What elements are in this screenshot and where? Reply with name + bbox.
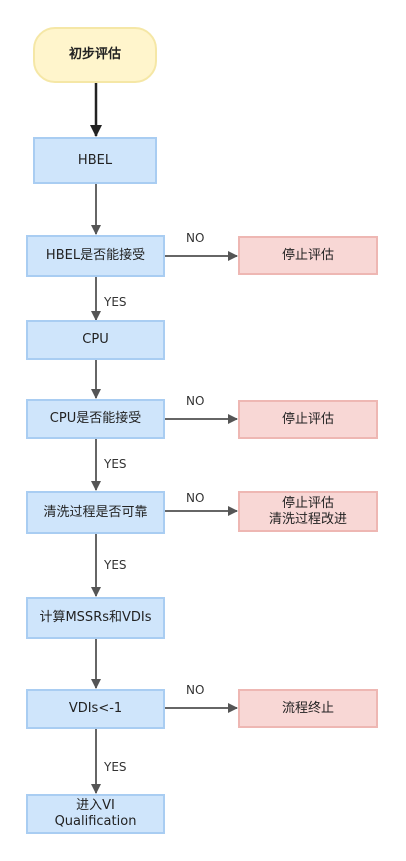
calc-node: 计算MSSRs和VDIs bbox=[26, 597, 165, 639]
no-label-1: NO bbox=[186, 231, 205, 245]
no-label-4: NO bbox=[186, 683, 205, 697]
final-node-line1: 进入VI bbox=[76, 798, 115, 813]
hbel-decision-node: HBEL是否能接受 bbox=[26, 235, 165, 277]
stop-node-1: 停止评估 bbox=[238, 236, 378, 275]
cleaning-decision-node: 清洗过程是否可靠 bbox=[26, 491, 165, 534]
final-node: 进入VI Qualification bbox=[26, 794, 165, 834]
vdi-decision-node: VDIs<-1 bbox=[26, 689, 165, 729]
no-label-3: NO bbox=[186, 491, 205, 505]
stop-node-2: 停止评估 bbox=[238, 400, 378, 439]
no-label-2: NO bbox=[186, 394, 205, 408]
hbel-node: HBEL bbox=[33, 137, 157, 184]
stop-node-3: 停止评估 清洗过程改进 bbox=[238, 491, 378, 532]
final-node-line2: Qualification bbox=[54, 814, 137, 829]
stop-node-3-line2: 清洗过程改进 bbox=[268, 511, 347, 527]
yes-label-1: YES bbox=[104, 295, 127, 309]
yes-label-4: YES bbox=[104, 760, 127, 774]
yes-label-3: YES bbox=[104, 558, 127, 572]
stop-node-3-line1: 停止评估 bbox=[281, 495, 334, 511]
start-node: 初步评估 bbox=[33, 27, 157, 83]
stop-node-4: 流程终止 bbox=[238, 689, 378, 728]
yes-label-2: YES bbox=[104, 457, 127, 471]
cpu-node: CPU bbox=[26, 320, 165, 360]
cpu-decision-node: CPU是否能接受 bbox=[26, 399, 165, 439]
